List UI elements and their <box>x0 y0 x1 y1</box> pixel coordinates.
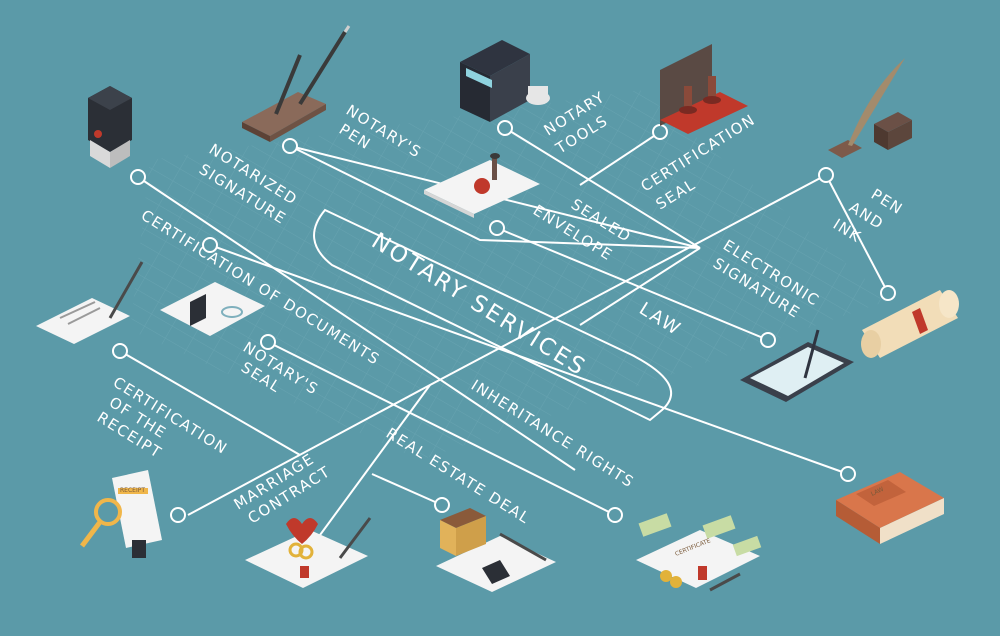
sealed-envelope-icon <box>424 153 540 218</box>
inheritance-money-icon: CERTIFICATE <box>636 513 762 592</box>
node-receipt <box>170 507 186 523</box>
line-cert-receipt <box>119 350 301 456</box>
node-pen-and-ink <box>818 167 834 183</box>
marriage-contract-icon <box>245 517 372 588</box>
line-certification-seal <box>579 131 661 186</box>
node-notarys-pen <box>282 138 298 154</box>
line-notarys-pen <box>289 145 701 249</box>
quill-inkwell-icon <box>828 58 912 158</box>
receipt-header: RECEIPT <box>120 487 145 494</box>
node-cert-docs <box>202 237 218 253</box>
node-certification-seal <box>652 124 668 140</box>
line-real-estate <box>371 473 443 506</box>
node-circles <box>112 120 896 523</box>
node-inheritance <box>607 507 623 523</box>
receipt-magnifier-icon: RECEIPT <box>80 470 162 558</box>
notary-tools-icon <box>460 40 550 122</box>
scroll-icon <box>861 290 959 358</box>
line-electronic <box>496 227 769 341</box>
signed-document-icon <box>36 261 144 344</box>
book-title: LAW <box>870 486 885 498</box>
line-cert-docs <box>209 244 849 475</box>
line-law <box>579 247 701 326</box>
certification-seal-icon <box>660 44 748 134</box>
center-frame <box>313 208 673 422</box>
node-sealed-envelope <box>489 220 505 236</box>
tablet-signature-icon <box>740 329 854 402</box>
stamped-documents-icon <box>160 282 265 336</box>
line-notary-tools <box>504 127 701 249</box>
line-marriage <box>319 384 431 536</box>
connector-lines <box>119 127 889 536</box>
node-pen-and-ink-end <box>880 285 896 301</box>
node-real-estate <box>434 497 450 513</box>
line-notarized-signature <box>137 176 576 471</box>
real-estate-icon <box>436 508 556 592</box>
node-notarys-seal <box>260 334 276 350</box>
node-cert-receipt <box>112 343 128 359</box>
pen-holder-icon <box>242 25 351 142</box>
node-electronic-signature <box>760 332 776 348</box>
node-notarized-signature <box>130 169 146 185</box>
line-pen-and-ink-right <box>825 174 889 294</box>
node-law-book <box>840 466 856 482</box>
self-inking-stamp-icon <box>88 86 132 168</box>
line-notarys-seal <box>267 341 616 516</box>
law-book-icon: LAW <box>836 472 944 544</box>
node-notary-tools <box>497 120 513 136</box>
